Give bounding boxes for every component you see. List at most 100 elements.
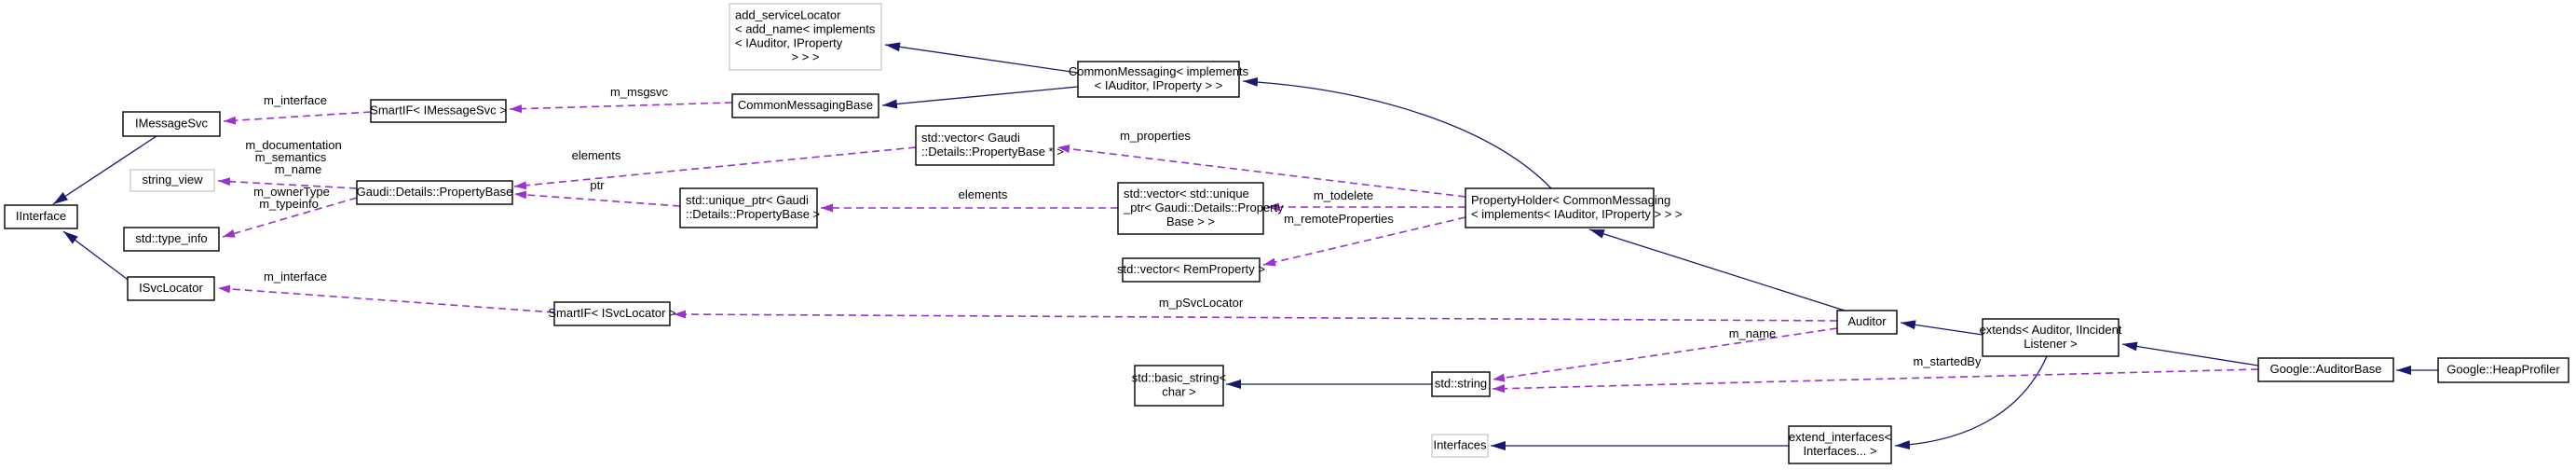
node-box-smartif-imessagesvc[interactable] — [370, 99, 507, 123]
class-node-auditor[interactable]: Auditor — [1836, 310, 1898, 335]
edge-auditorbase-to-extends — [2121, 341, 2259, 366]
class-node-property-holder[interactable]: PropertyHolder< CommonMessaging< impleme… — [1465, 187, 1683, 228]
edge-auditor-psvclocator — [673, 310, 1838, 322]
edge-label-propertybase-stringview: m_name — [275, 162, 322, 176]
class-node-common-messaging-base[interactable]: CommonMessagingBase — [731, 93, 879, 118]
node-label-imessagesvc: IMessageSvc — [135, 117, 209, 131]
class-node-interfaces: Interfaces — [1431, 434, 1489, 458]
node-label-isvclocator: ISvcLocator — [139, 281, 203, 295]
node-label-add-servicelocator: add_serviceLocator — [735, 8, 841, 22]
node-box-property-holder[interactable] — [1465, 187, 1655, 228]
edge-label-propertybase-stringview: m_semantics — [255, 150, 327, 164]
node-label-iinterface: IInterface — [16, 209, 66, 223]
class-node-google-auditorbase[interactable]: Google::AuditorBase — [2257, 357, 2394, 382]
edge-smartif-imessagesvc-usage — [223, 111, 372, 125]
edge-isvclocator-to-iinterface — [62, 230, 131, 283]
edge-label-propertyholder-todelete: m_todelete — [1314, 188, 1373, 202]
edge-propertybase-typeinfo — [222, 197, 358, 238]
class-node-gaudi-details-propertybase[interactable]: Gaudi::Details::PropertyBase — [356, 180, 513, 205]
class-node-std-type-info[interactable]: std::type_info — [123, 227, 220, 252]
edge-extends-to-extendinterfaces — [1894, 355, 2048, 450]
node-box-imessagesvc[interactable] — [122, 111, 221, 137]
edge-smartif-isvclocator-usage — [217, 284, 555, 313]
edge-propertyholder-remoteproperties — [1262, 216, 1466, 267]
node-box-vector-propertybase-ptr[interactable] — [915, 125, 1055, 166]
edge-labels-layer: m_interfacem_msgsvcm_documentationm_sema… — [245, 85, 1982, 368]
class-node-google-heapprofiler: Google::HeapProfiler — [2437, 357, 2569, 383]
node-label-smartif-isvclocator: SmartIF< ISvcLocator > — [548, 306, 675, 320]
class-node-iinterface[interactable]: IInterface — [4, 204, 78, 229]
edge-extends-to-auditor — [1900, 320, 1983, 336]
class-node-vector-remproperty[interactable]: std::vector< RemProperty > — [1117, 257, 1265, 283]
edge-label-vectorpb-elements: elements — [572, 148, 621, 162]
edge-auditorbase-startedby — [1492, 368, 2259, 394]
node-box-isvclocator[interactable] — [127, 276, 215, 301]
node-label-vector-unique-ptr: _ptr< Gaudi::Details::Property — [1123, 200, 1284, 214]
node-box-iinterface[interactable] — [4, 204, 78, 229]
edges-layer — [52, 42, 2438, 450]
node-box-gaudi-details-propertybase[interactable] — [356, 180, 513, 205]
node-box-extends-auditor-iincidentlistener[interactable] — [1982, 318, 2119, 357]
node-label-common-messaging-base: CommonMessagingBase — [738, 98, 873, 112]
class-node-extend-interfaces[interactable]: extend_interfaces<Interfaces... > — [1788, 425, 1892, 464]
node-box-google-heapprofiler — [2437, 357, 2569, 383]
node-label-std-basic-string: std::basic_string< — [1132, 371, 1227, 385]
class-node-common-messaging[interactable]: CommonMessaging< implements< IAuditor, I… — [1069, 61, 1249, 98]
class-node-smartif-isvclocator[interactable]: SmartIF< ISvcLocator > — [548, 301, 676, 326]
node-box-common-messaging[interactable] — [1077, 61, 1240, 98]
node-label-vector-remproperty: std::vector< RemProperty > — [1117, 262, 1265, 276]
node-box-common-messaging-base[interactable] — [731, 93, 879, 118]
node-label-vector-propertybase-ptr: std::vector< Gaudi — [921, 131, 1020, 145]
class-node-vector-unique-ptr[interactable]: std::vector< std::unique_ptr< Gaudi::Det… — [1117, 182, 1284, 235]
node-label-std-string: std::string — [1435, 377, 1487, 391]
class-node-std-string[interactable]: std::string — [1431, 371, 1491, 397]
node-box-vector-remproperty[interactable] — [1122, 257, 1261, 283]
node-label-extends-auditor-iincidentlistener: extends< Auditor, IIncident — [1980, 323, 2122, 337]
edge-label-auditorbase-startedby: m_startedBy — [1914, 354, 1982, 368]
node-label-auditor: Auditor — [1847, 314, 1887, 328]
node-box-std-type-info[interactable] — [123, 227, 220, 252]
class-node-unique-ptr-propertybase[interactable]: std::unique_ptr< Gaudi::Details::Propert… — [679, 187, 820, 228]
class-node-std-basic-string[interactable]: std::basic_string<char > — [1132, 365, 1227, 407]
node-box-auditor[interactable] — [1836, 310, 1898, 335]
edge-label-smartif-isvclocator-usage: m_interface — [264, 270, 327, 283]
edge-label-commonmessagingbase-msgsvc: m_msgsvc — [610, 85, 669, 99]
node-box-std-basic-string[interactable] — [1134, 365, 1224, 407]
edge-label-propertyholder-remoteproperties: m_remoteProperties — [1284, 212, 1394, 226]
node-label-add-servicelocator: < IAuditor, IProperty — [735, 36, 843, 50]
edge-propertyholder-to-commonmessaging — [1242, 76, 1552, 189]
node-box-google-auditorbase[interactable] — [2257, 357, 2394, 382]
edge-label-propertybase-typeinfo: m_typeinfo — [259, 197, 319, 211]
edge-commonmessagingbase-msgsvc — [509, 102, 733, 114]
edge-label-propertyholder-properties: m_properties — [1120, 129, 1191, 143]
class-node-vector-propertybase-ptr[interactable]: std::vector< Gaudi::Details::PropertyBas… — [915, 125, 1064, 166]
edge-auditor-to-propertyholder — [1588, 228, 1846, 311]
node-box-unique-ptr-propertybase[interactable] — [679, 187, 818, 228]
node-box-vector-unique-ptr[interactable] — [1117, 182, 1264, 235]
node-label-common-messaging: < IAuditor, IProperty > > — [1095, 78, 1223, 92]
node-label-extends-auditor-iincidentlistener: Listener > — [2024, 337, 2077, 351]
class-node-add-servicelocator: add_serviceLocator< add_name< implements… — [729, 3, 882, 71]
class-node-isvclocator[interactable]: ISvcLocator — [127, 276, 215, 301]
node-box-add-servicelocator — [729, 3, 882, 71]
node-box-string-view — [129, 169, 215, 192]
class-node-smartif-imessagesvc[interactable]: SmartIF< IMessageSvc > — [370, 99, 507, 123]
edge-propertyholder-properties — [1056, 145, 1466, 198]
node-box-std-string[interactable] — [1431, 371, 1491, 397]
class-node-imessagesvc[interactable]: IMessageSvc — [122, 111, 221, 137]
node-label-interfaces: Interfaces — [1433, 438, 1487, 452]
edge-vectorpb-elements — [513, 146, 917, 190]
edge-commonmessaging-to-commonmessagingbase — [881, 86, 1079, 109]
node-label-std-type-info: std::type_info — [135, 231, 207, 245]
edge-auditor-name — [1492, 327, 1838, 382]
node-box-interfaces — [1431, 434, 1489, 458]
edge-label-vectorunique-elements: elements — [959, 187, 1008, 201]
node-box-smartif-isvclocator[interactable] — [553, 301, 671, 326]
edge-label-auditor-name: m_name — [1729, 326, 1777, 340]
node-box-extend-interfaces[interactable] — [1788, 425, 1892, 464]
edge-label-uniqueptr-ptr: ptr — [590, 178, 605, 192]
node-label-extend-interfaces: Interfaces... > — [1803, 444, 1876, 458]
node-label-google-auditorbase: Google::AuditorBase — [2270, 362, 2382, 376]
